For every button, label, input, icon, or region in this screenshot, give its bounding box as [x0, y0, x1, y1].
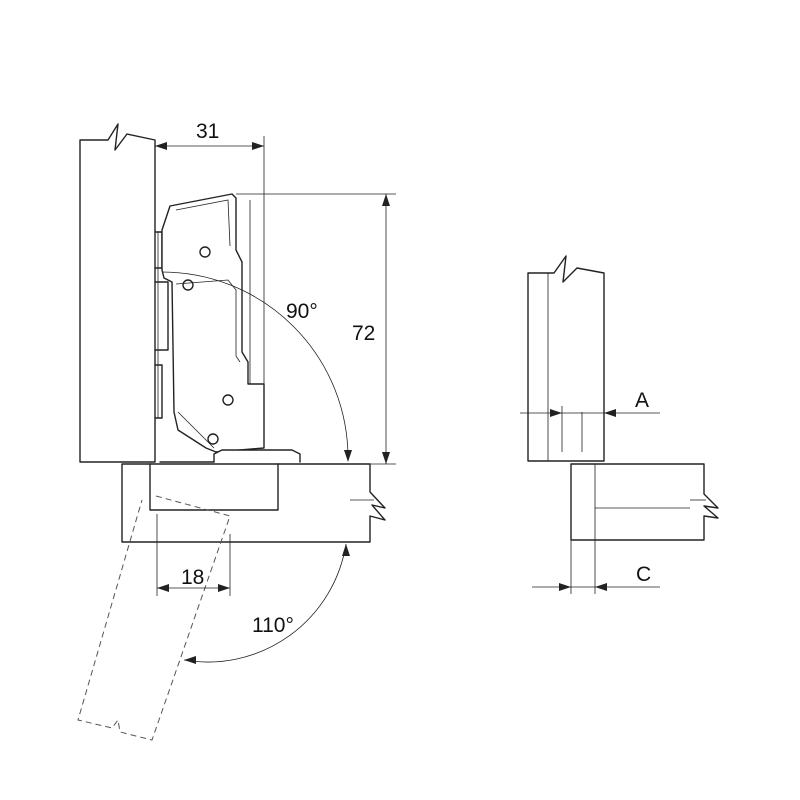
cabinet-side-panel — [79, 123, 156, 463]
height-dimension-label: 72 — [352, 322, 375, 345]
width-dimension-label: 31 — [196, 120, 219, 143]
rivet-hole-icon — [222, 394, 234, 406]
door-panel-closed — [121, 463, 386, 543]
open-angle-arc: 110° — [183, 543, 350, 664]
door-thickness-label: 18 — [181, 566, 204, 589]
rivet-hole-icon — [207, 433, 219, 445]
door-panel-opened — [77, 495, 231, 741]
detail-cabinet-side — [527, 255, 605, 462]
dimension-c-label: C — [636, 563, 651, 586]
dimension-height: 72 — [236, 193, 396, 465]
dimension-width: 31 — [155, 120, 265, 384]
rivet-hole-icon — [182, 279, 194, 291]
detail-door-panel — [570, 463, 719, 541]
rivet-hole-icon — [199, 246, 211, 258]
dimension-door-thickness: 18 — [156, 514, 231, 596]
closed-angle-arc: 90° — [161, 271, 352, 462]
open-angle-label: 110° — [252, 614, 294, 637]
closed-angle-label: 90° — [286, 300, 318, 323]
dimension-a: A — [520, 389, 660, 452]
hinge-arm — [161, 193, 265, 453]
dimension-c: C — [532, 508, 660, 594]
hinge-cup-rim — [159, 449, 301, 463]
dimension-a-label: A — [635, 389, 649, 412]
